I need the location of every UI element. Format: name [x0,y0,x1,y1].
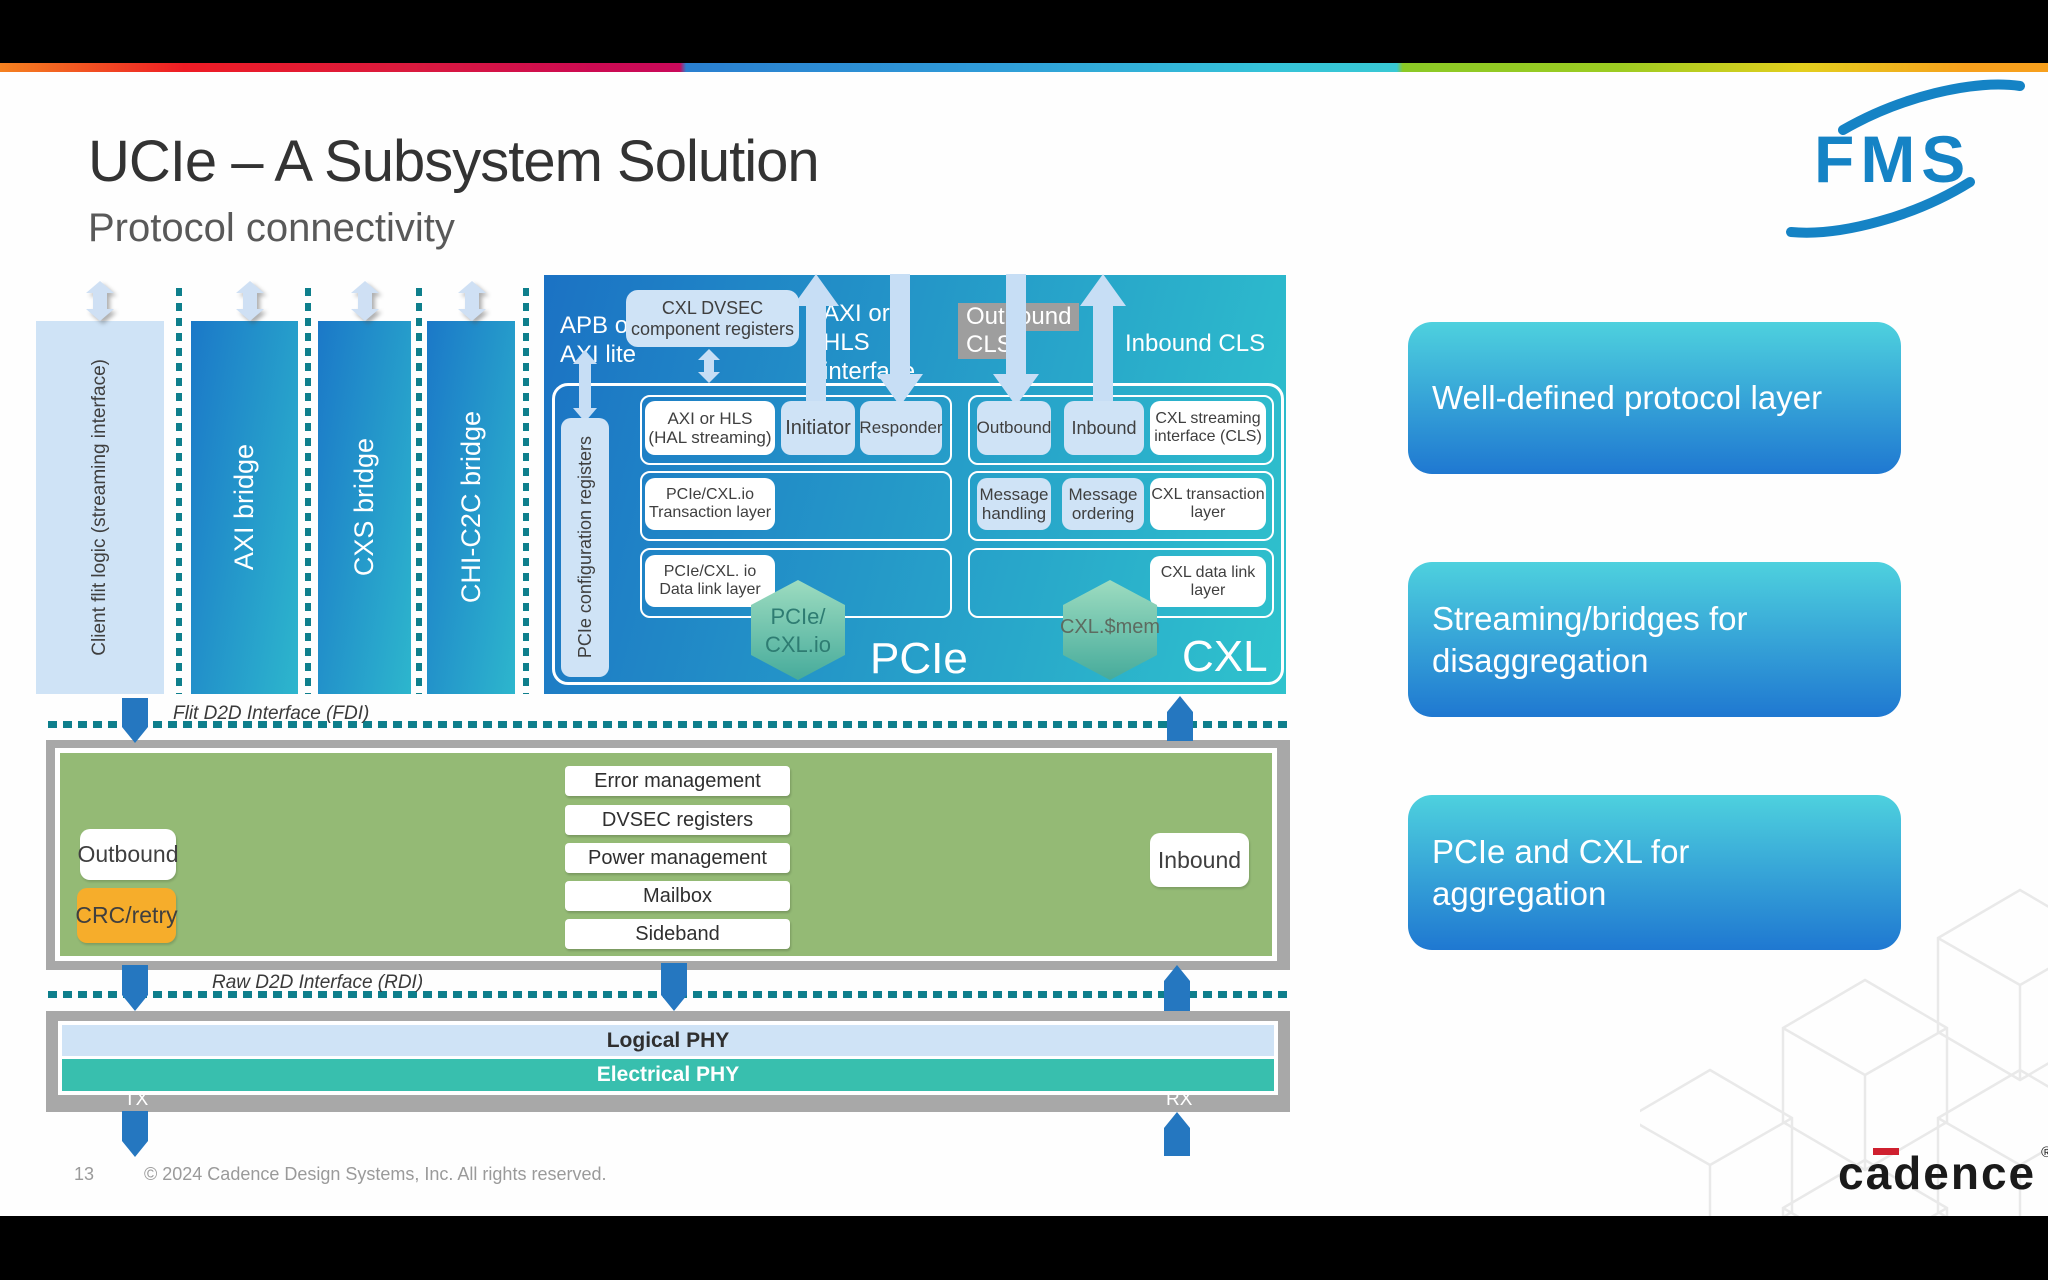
axi-hls-hal-streaming-box: AXI or HLS (HAL streaming) [645,401,775,455]
double-arrow-icon [86,281,114,321]
chi-c2c-bridge-box: CHI-C2C bridge [427,321,515,694]
client-flit-logic-box: Client flit logic (streaming interface) [36,321,164,694]
d2d-function-box: Power management [565,843,790,873]
pcie-config-registers-box: PCIe configuration registers [561,418,609,677]
blue-down-arrow-icon [122,965,148,1011]
cadence-logo: cadence ® [1838,1144,2048,1200]
d2d-crc-retry-box: CRC/retry [75,888,178,943]
dashed-separator [305,288,311,694]
double-arrow-icon [573,350,597,422]
blue-up-arrow-icon [1164,965,1190,1011]
double-arrow-icon [458,281,486,321]
page-title: UCIe – A Subsystem Solution [88,129,820,194]
cadence-red-bar-icon [1873,1148,1899,1155]
cxl-mem-hexagon-label: CXL.$mem [1059,616,1161,638]
fms-logo-swoosh-icon: FMS [1786,79,2025,238]
blue-down-arrow-icon [122,698,148,743]
fdi-interface-label: Flit D2D Interface (FDI) [173,703,370,724]
up-arrow-icon [1080,274,1126,432]
d2d-function-box: DVSEC registers [565,805,790,835]
highlight-well-defined-protocol: Well-defined protocol layer [1408,322,1901,474]
double-arrow-icon [698,349,720,383]
cxl-dvsec-registers-box: CXL DVSEC component registers [626,290,799,347]
blue-up-arrow-icon [1164,1112,1190,1156]
copyright-text: © 2024 Cadence Design Systems, Inc. All … [144,1164,607,1184]
cxl-mem-hexagon-icon [1063,580,1157,680]
fms-logo: FMS [1758,68,2048,251]
apb-axi-lite-label: APB or AXI lite [560,312,637,368]
cxs-bridge-label: CXS bridge [349,438,379,577]
cxs-bridge-box: CXS bridge [318,321,411,694]
double-arrow-icon [236,281,264,321]
cxl-row1-group [968,395,1274,465]
rainbow-strip [0,63,2048,72]
pcie-cxlio-hexagon-label: PCIe/ CXL.io [764,604,832,657]
cxl-streaming-interface-box: CXL streaming interface (CLS) [1150,401,1266,455]
cxl-inbound-box: Inbound [1064,401,1144,455]
dashed-separator [176,288,182,694]
pcie-row2-group [640,471,952,541]
responder-box: Responder [859,401,943,455]
pcie-datalink-layer-box: PCIe/CXL. io Data link layer [645,555,775,607]
cxl-row2-group [968,471,1274,541]
cxl-outbound-box: Outbound [977,401,1051,455]
blue-down-arrow-icon [122,1111,148,1157]
pcie-section-label: PCIe [870,634,968,683]
fms-logo-text: FMS [1814,122,1971,196]
rx-label: RX [1166,1089,1193,1110]
inbound-cls-label: Inbound CLS [1125,330,1266,357]
cxl-section-label: CXL [1182,632,1268,681]
rdi-interface-label: Raw D2D Interface (RDI) [212,972,424,993]
bottom-black-bar [0,1216,2048,1280]
blue-up-arrow-icon [1167,696,1193,741]
highlight-pcie-cxl-aggregation: PCIe and CXL for aggregation [1408,795,1901,950]
highlight-streaming-bridges: Streaming/bridges for disaggregation [1408,562,1901,717]
message-ordering-box: Message ordering [1062,478,1144,530]
tx-label: TX [124,1089,149,1110]
d2d-function-box: Sideband [565,919,790,949]
down-arrow-icon [877,274,923,406]
down-arrow-icon [993,274,1039,406]
electrical-phy-bar: Electrical PHY [62,1059,1274,1091]
registered-trademark-icon: ® [2041,1144,2048,1161]
page-subtitle: Protocol connectivity [88,206,455,250]
top-black-bar [0,0,2048,63]
pcie-cxlio-hexagon-icon [751,580,845,680]
double-arrow-icon [351,281,379,321]
page-number: 13 [74,1164,95,1184]
initiator-box: Initiator [781,401,855,455]
protocol-inner-wrapper [552,383,1284,685]
fdi-dashed-line [48,721,1290,728]
axi-bridge-label: AXI bridge [229,444,259,571]
d2d-function-box: Error management [565,766,790,796]
pcie-transaction-layer-box: PCIe/CXL.io Transaction layer [645,478,775,530]
d2d-inbound-box: Inbound [1150,833,1249,887]
up-arrow-icon [793,274,839,432]
cxl-transaction-layer-box: CXL transaction layer [1150,478,1266,530]
dashed-separator [416,288,422,694]
d2d-outbound-box: Outbound [77,829,179,880]
pcie-row1-group [640,395,952,465]
dashed-separator [523,288,529,694]
hexagon-watermark-icon [1640,888,2048,1216]
message-handling-box: Message handling [977,478,1051,530]
d2d-function-box: Mailbox [565,881,790,911]
cxl-datalink-layer-box: CXL data link layer [1150,556,1266,607]
client-flit-logic-label: Client flit logic (streaming interface) [89,359,110,656]
logical-phy-bar: Logical PHY [62,1025,1274,1056]
axi-bridge-box: AXI bridge [191,321,298,694]
blue-down-arrow-icon [661,963,687,1011]
cadence-logo-text: cadence [1838,1147,2037,1199]
chi-c2c-bridge-label: CHI-C2C bridge [455,411,486,604]
